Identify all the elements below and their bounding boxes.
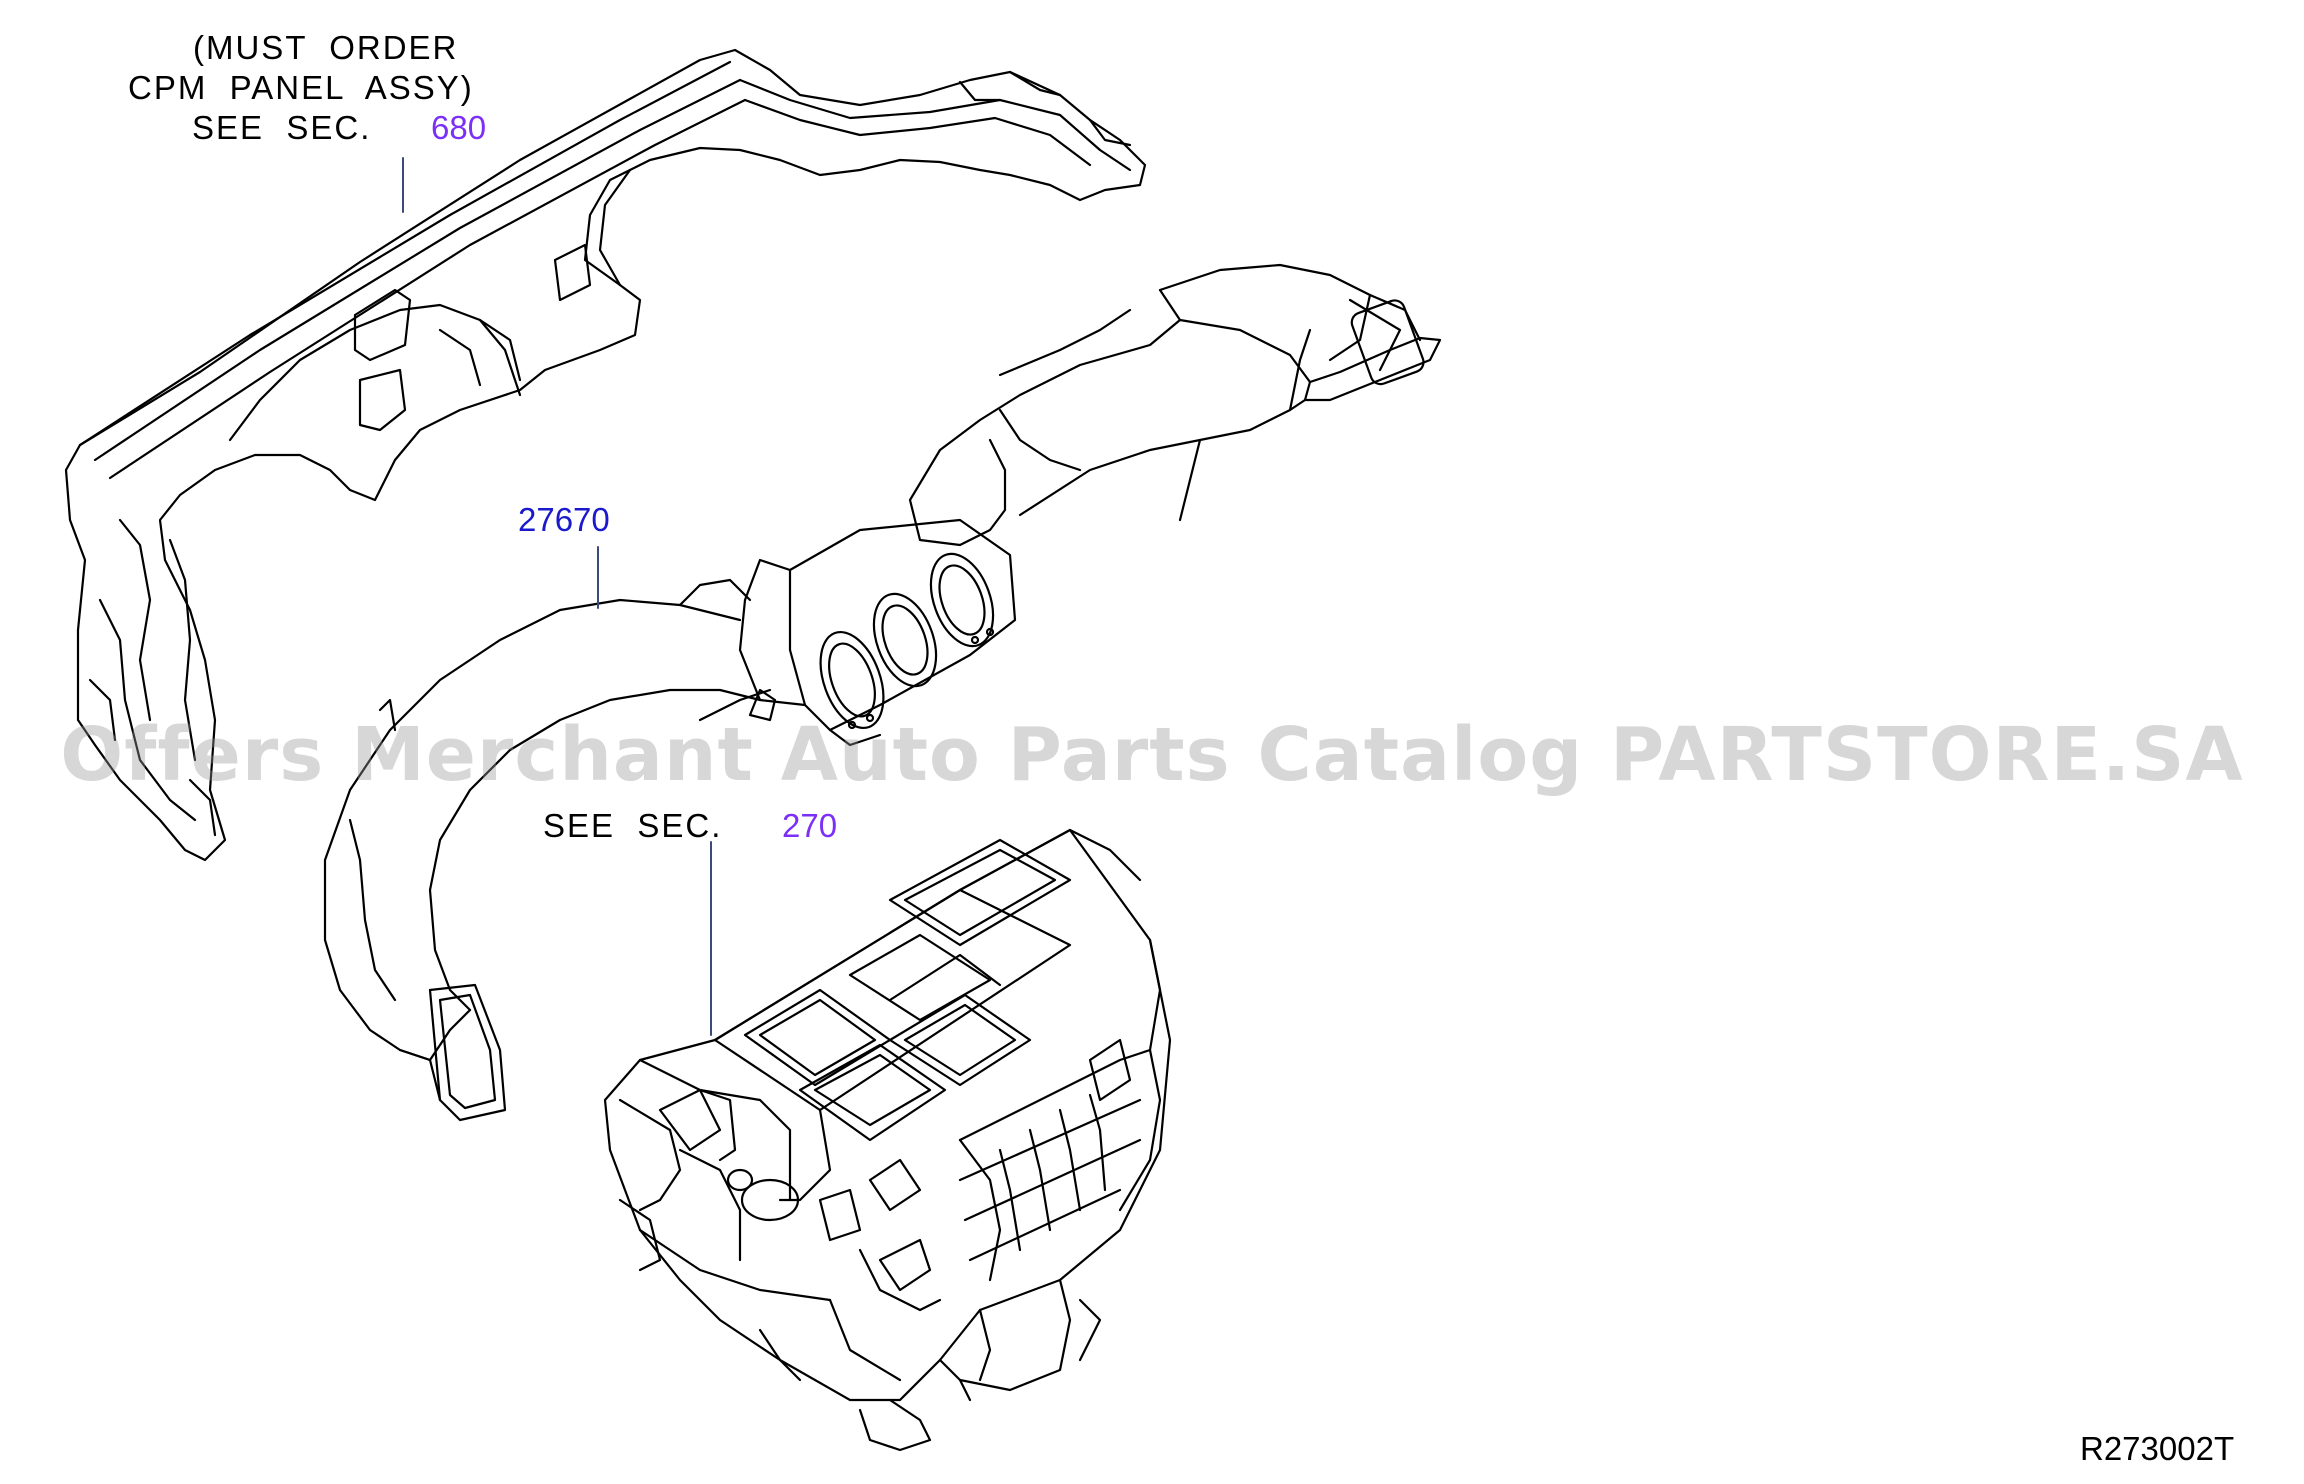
cpm-note-see-sec: SEE SEC.	[192, 109, 372, 146]
section-680-link[interactable]: 680	[431, 109, 487, 146]
cpm-note-line1: (MUST ORDER	[193, 29, 459, 66]
instrument-panel-drawing	[64, 48, 1147, 862]
part-number-27670[interactable]: 27670	[518, 501, 610, 538]
section-270-link[interactable]: 270	[782, 807, 838, 844]
diagram-code: R273002T	[2080, 1430, 2235, 1467]
heater-note-see-sec: SEE SEC.	[543, 807, 723, 844]
heater-duct-drawing	[323, 263, 1442, 1122]
watermark-text: Offers Merchant Auto Parts Catalog PARTS…	[60, 712, 2244, 798]
cpm-note-line2: CPM PANEL ASSY)	[128, 69, 474, 106]
heater-unit-drawing	[603, 828, 1172, 1452]
